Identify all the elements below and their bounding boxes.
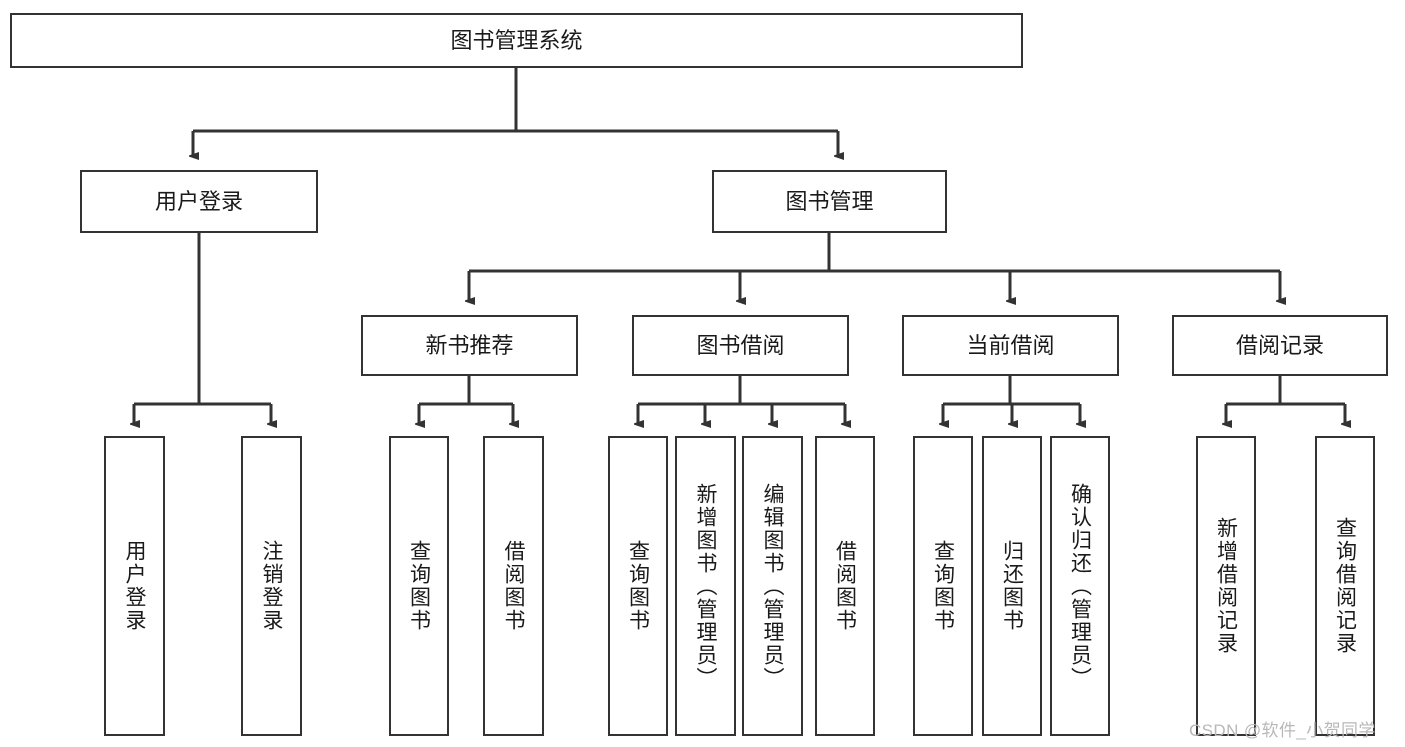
node-label: 查询图书 [407,540,431,632]
node-label: 用户登录 [123,540,146,632]
leaf-confirm-return-admin[interactable]: 确认归还（管理员） [1050,436,1110,736]
node-new-book-recommend[interactable]: 新书推荐 [361,315,578,376]
node-book-management[interactable]: 图书管理 [712,170,947,233]
leaf-add-book-admin[interactable]: 新增图书（管理员） [675,436,736,736]
node-book-management-system[interactable]: 图书管理系统 [10,13,1023,68]
leaf-borrow-books[interactable]: 借阅图书 [815,436,875,736]
node-label: 编辑图书（管理员） [761,482,784,690]
node-label: 新增图书（管理员） [694,482,717,690]
node-label: 用户登录 [154,188,243,214]
node-label: 查询图书 [626,540,650,632]
node-label: 图书管理 [785,188,874,214]
node-label: 当前借阅 [966,332,1055,358]
node-label: 归还图书 [1000,540,1024,632]
leaf-add-borrow-record[interactable]: 新增借阅记录 [1196,436,1256,736]
node-user-login[interactable]: 用户登录 [80,170,318,233]
leaf-logout[interactable]: 注销登录 [241,436,302,736]
leaf-query-books-new[interactable]: 查询图书 [389,436,449,736]
node-label: 注销登录 [260,540,283,632]
watermark: CSDN @软件_小贺同学 [1189,721,1376,740]
node-label: 新书推荐 [425,332,514,358]
node-label: 查询图书 [931,540,955,632]
node-label: 查询借阅记录 [1333,517,1357,655]
leaf-query-books-current[interactable]: 查询图书 [913,436,973,736]
leaf-return-books[interactable]: 归还图书 [982,436,1042,736]
node-label: 借阅记录 [1235,332,1324,358]
leaf-user-login[interactable]: 用户登录 [104,436,165,736]
node-label: 新增借阅记录 [1214,517,1238,655]
leaf-query-books-borrow[interactable]: 查询图书 [608,436,668,736]
leaf-query-borrow-record[interactable]: 查询借阅记录 [1315,436,1375,736]
node-current-borrow[interactable]: 当前借阅 [902,315,1119,376]
node-label: 图书借阅 [696,332,785,358]
node-label: 借阅图书 [833,540,857,632]
leaf-edit-book-admin[interactable]: 编辑图书（管理员） [742,436,803,736]
node-label: 图书管理系统 [450,27,583,53]
node-label: 借阅图书 [502,540,525,632]
node-borrow-records[interactable]: 借阅记录 [1172,315,1388,376]
leaf-borrow-books-new[interactable]: 借阅图书 [483,436,544,736]
node-book-borrow[interactable]: 图书借阅 [632,315,849,376]
node-label: 确认归还（管理员） [1068,482,1092,690]
